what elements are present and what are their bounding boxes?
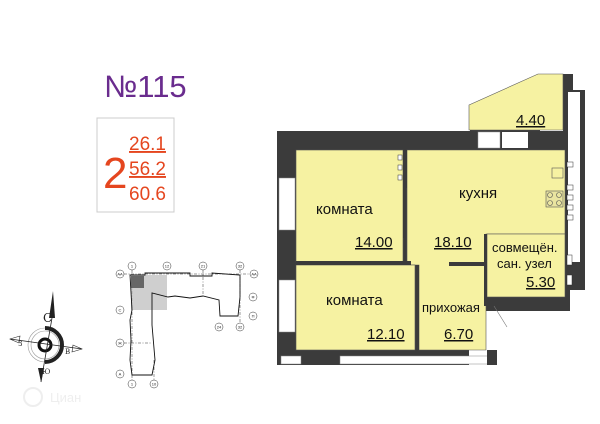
svg-text:10: 10 [152, 382, 157, 387]
room-label-bedroom-1: комната [316, 201, 373, 218]
room-area-hall: 6.70 [444, 326, 473, 343]
watermark-logo: Циан [23, 387, 81, 407]
svg-text:Ф: Ф [251, 295, 254, 300]
balcony [468, 73, 564, 131]
room-area-balcony: 4.40 [516, 112, 545, 129]
room-area-kitchen: 18.10 [434, 234, 472, 251]
room-area-bathroom: 5.30 [526, 274, 555, 291]
key-plan: 1 12 21 32 АА С Ж А АА Ф П 1 10 24 32 [115, 261, 259, 389]
entrance-door-swing [493, 305, 508, 328]
svg-text:Циан: Циан [50, 390, 81, 405]
svg-text:1: 1 [131, 382, 134, 387]
total-area-with-balcony: 60.6 [129, 184, 166, 205]
svg-text:С: С [43, 311, 52, 325]
svg-text:24: 24 [217, 325, 222, 330]
svg-text:Ю: Ю [42, 368, 50, 376]
room-label-bathroom-2: сан. узел [497, 256, 552, 271]
apartment-number: №115 [104, 69, 187, 104]
ventilation-ducts [397, 154, 574, 286]
svg-text:АА: АА [117, 272, 123, 277]
total-area: 56.2 [129, 159, 166, 180]
room-area-bedroom-1: 14.00 [355, 234, 393, 251]
svg-text:А: А [119, 372, 122, 377]
room-bathroom [486, 233, 566, 298]
svg-text:З: З [18, 340, 22, 348]
svg-text:32: 32 [238, 325, 243, 330]
windows [278, 177, 491, 365]
partitions [296, 150, 497, 365]
svg-text:АА: АА [251, 272, 257, 277]
stove-icon [545, 190, 564, 208]
svg-text:32: 32 [238, 264, 243, 269]
rooms-count: 2 [103, 149, 127, 198]
room-label-kitchen: кухня [459, 185, 497, 202]
svg-text:12: 12 [165, 264, 170, 269]
room-label-bedroom-2: комната [326, 292, 383, 309]
svg-text:Ж: Ж [118, 341, 122, 346]
room-area-bedroom-2: 12.10 [367, 326, 405, 343]
svg-text:П: П [252, 314, 255, 319]
svg-text:В: В [65, 348, 70, 356]
room-bedroom-1 [295, 149, 404, 263]
svg-text:21: 21 [201, 264, 206, 269]
svg-text:С: С [119, 308, 122, 313]
room-label-bathroom: совмещён. [492, 240, 558, 255]
living-area: 26.1 [129, 134, 166, 155]
sink-icon [551, 167, 564, 179]
compass-icon: С З В Ю [9, 291, 83, 383]
summary-box [96, 117, 175, 213]
svg-text:1: 1 [131, 264, 134, 269]
room-label-hall: прихожая [422, 300, 480, 315]
